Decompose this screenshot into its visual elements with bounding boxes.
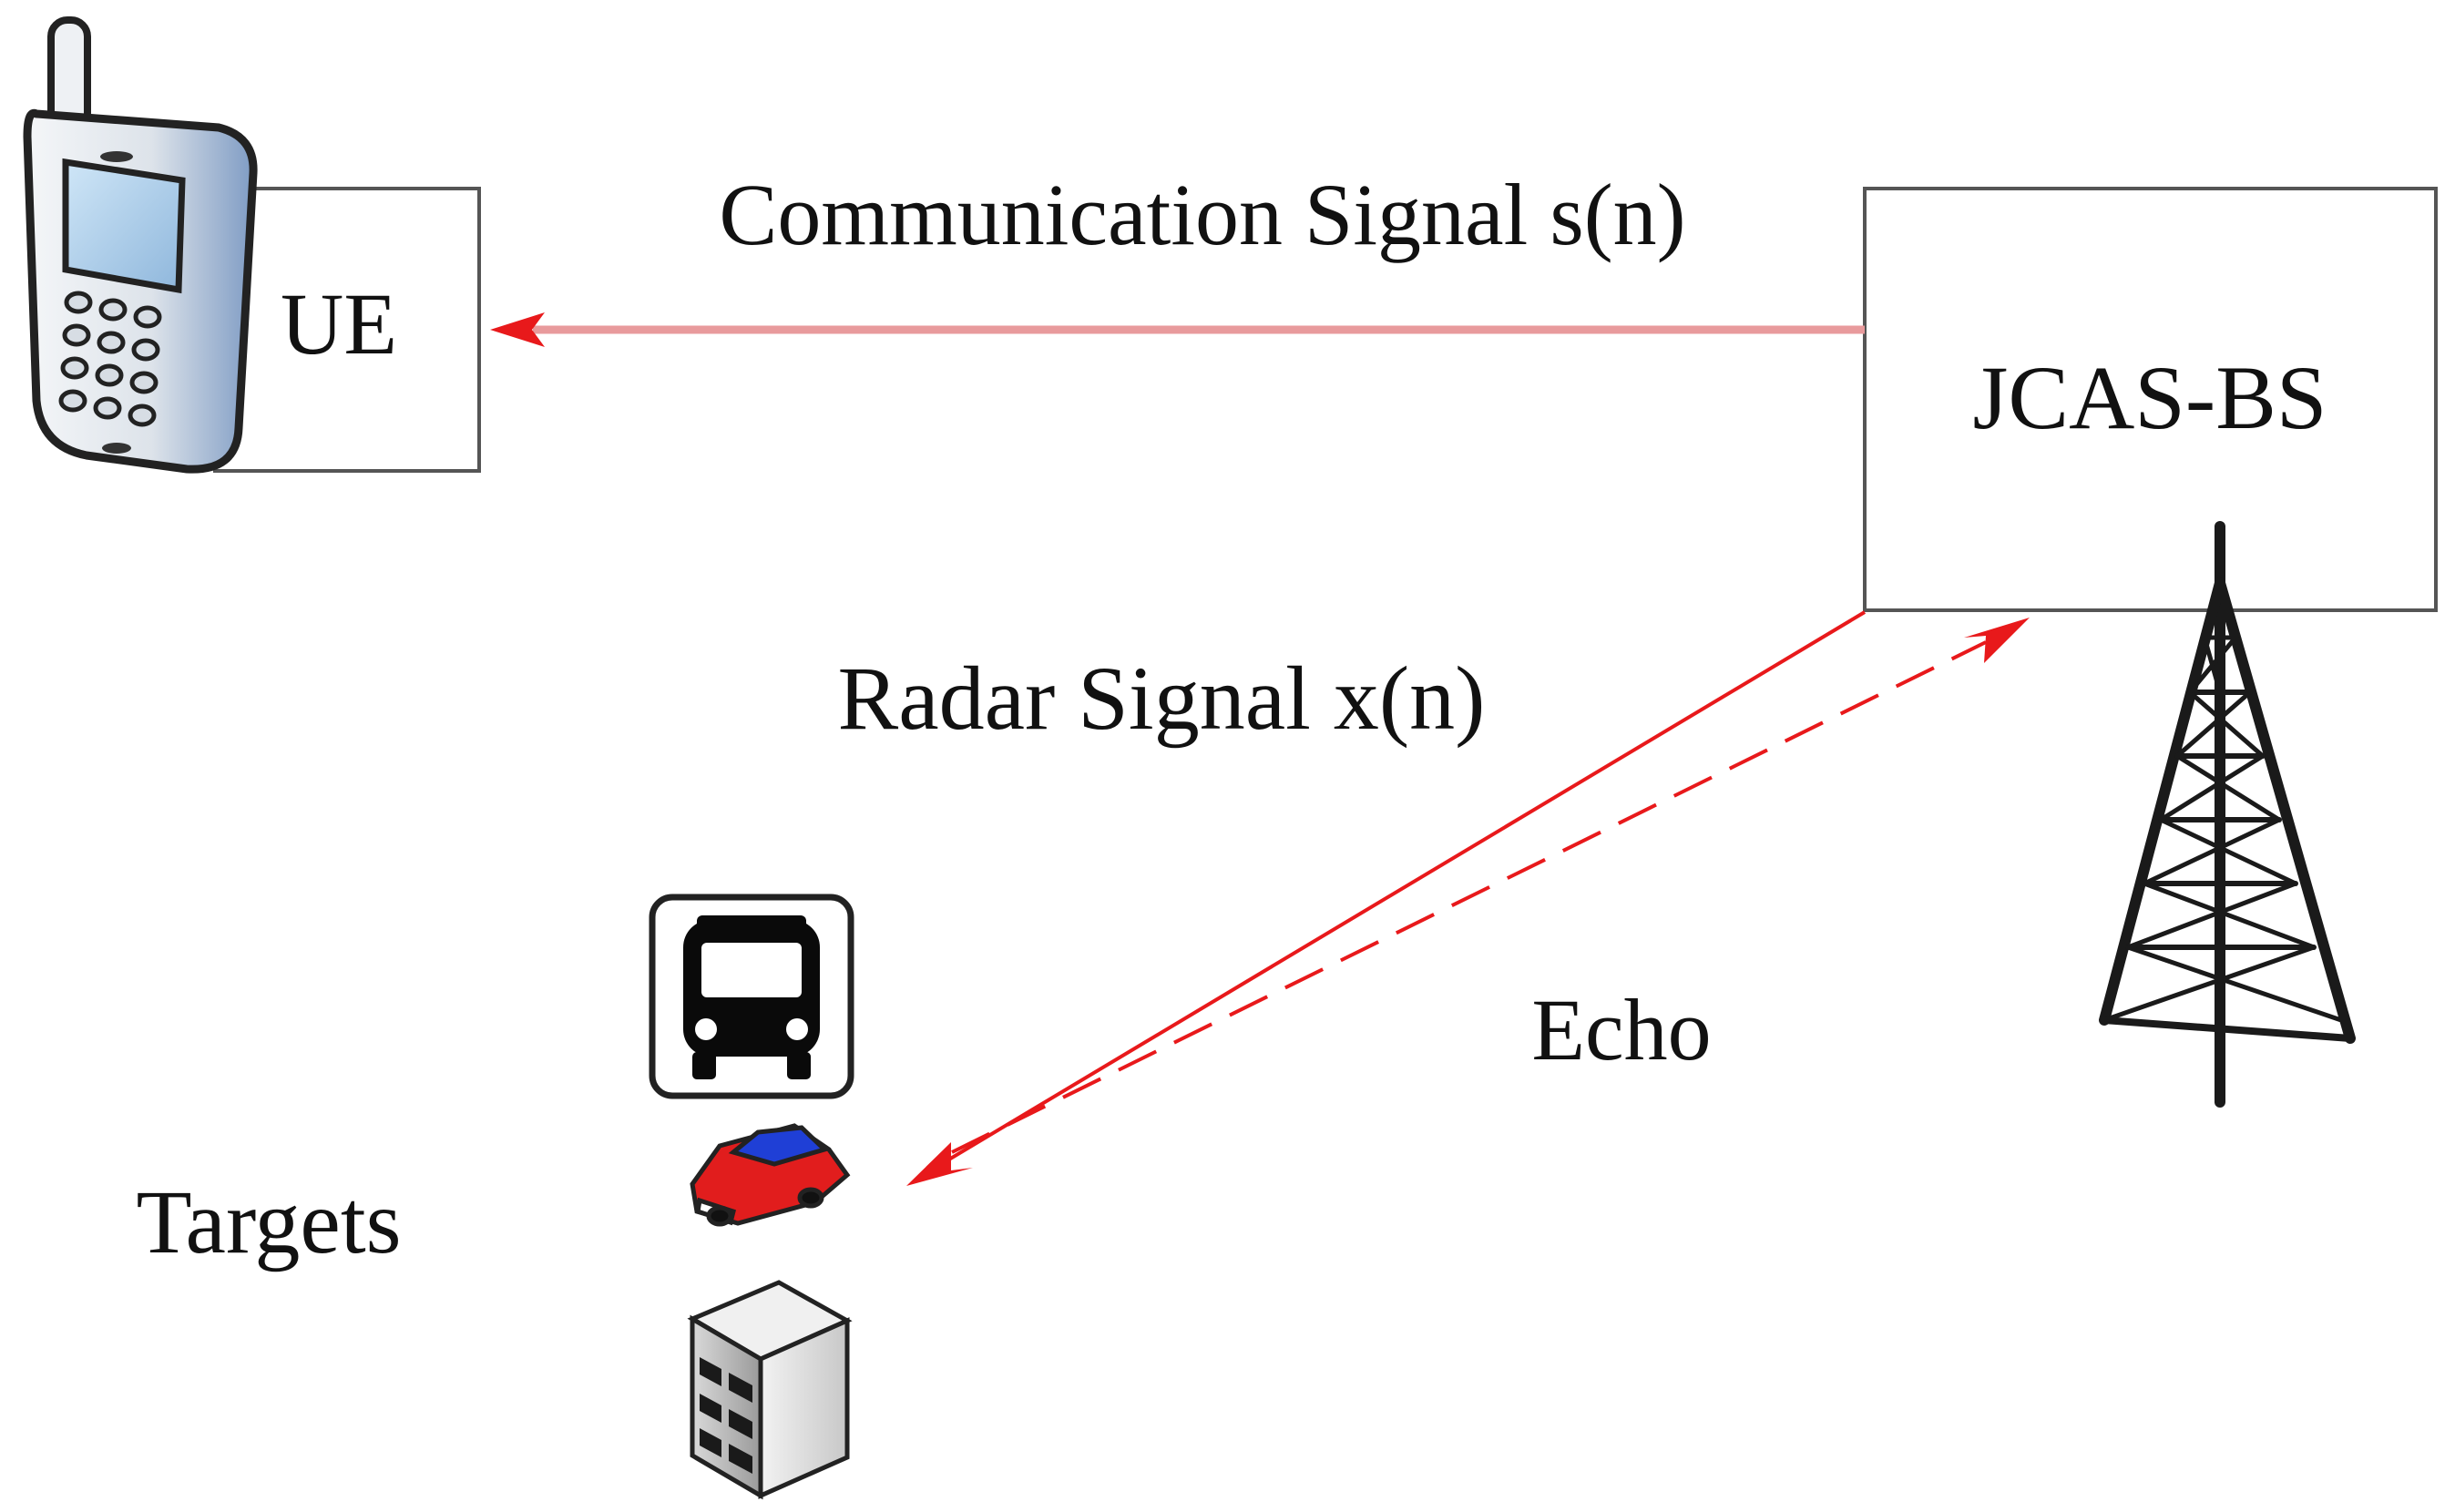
communication-signal-arrow (490, 312, 1865, 347)
communication-signal-label: Communication Signal s(n) (719, 166, 1685, 263)
targets-label: Targets (136, 1171, 401, 1272)
bs-node: JCAS-BS (1863, 187, 2438, 612)
cell-tower-icon (2099, 521, 2356, 1108)
bus-icon (649, 894, 854, 1099)
echo-label: Echo (1531, 981, 1711, 1078)
radar-signal-label: Radar Signal x(n) (838, 648, 1486, 749)
car-icon (690, 1123, 851, 1227)
building-icon (687, 1280, 853, 1500)
ue-node: UE (213, 187, 481, 473)
ue-label: UE (281, 275, 397, 373)
mobile-phone-icon (23, 16, 258, 474)
echo-arrow (951, 618, 2030, 1154)
bs-label: JCAS-BS (1972, 347, 2327, 448)
radar-signal-arrow (906, 610, 1867, 1186)
